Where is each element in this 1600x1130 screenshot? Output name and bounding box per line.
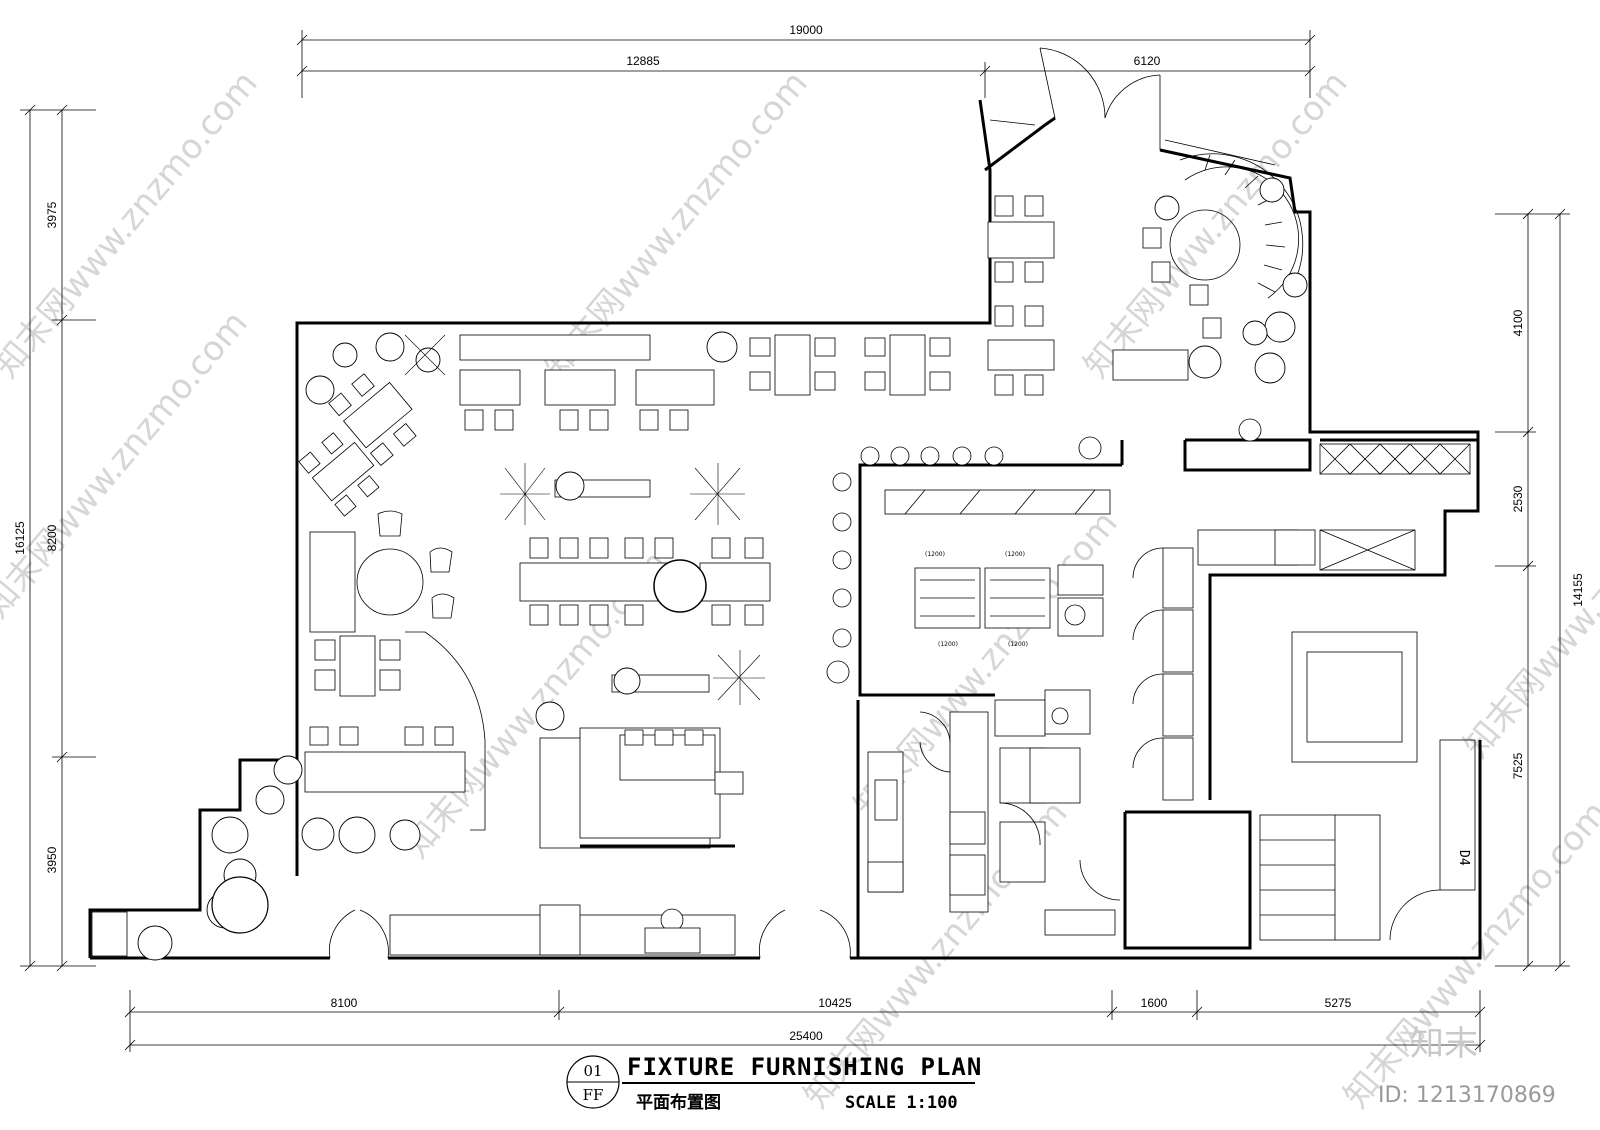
equip-label: (1200) [938,641,958,648]
dim-bottom-overall: 25400 [789,1029,823,1043]
dim-bottom-4: 5275 [1325,996,1352,1010]
drawing-subtitle: 平面布置图 [636,1092,721,1113]
equip-label: (1200) [925,551,945,558]
person-markers [660,418,1262,932]
stair-tag: D4 [1456,850,1471,866]
title-block: 01 FF FIXTURE FURNISHING PLAN 平面布置图 SCAL… [566,1053,982,1113]
table [544,369,616,406]
exterior-walls [88,99,1482,960]
dim-right-overall: 14155 [1571,573,1585,607]
watermark-text: 知末网www.znzmo.com [1336,794,1600,1116]
dim-bottom-2: 10425 [818,996,852,1010]
kitchen: (1200) (1200) (1200) (1200) [91,443,1476,957]
dim-left-mid: 8200 [45,524,59,551]
equip-label: (1200) [1005,551,1025,558]
table [635,369,715,406]
dim-top-left: 12885 [626,54,660,68]
drawing-number: 01 [583,1062,602,1080]
drawing-code: FF [583,1086,604,1104]
dim-left-bottom: 3950 [45,846,59,873]
booth-bench [459,334,651,361]
dim-top-overall: 19000 [789,23,823,37]
dim-right-mid: 2530 [1511,485,1525,512]
watermark-brand: 知末 [1410,1024,1478,1064]
plants [137,177,1308,961]
bottom-doors [329,909,851,959]
dim-right-top: 4100 [1511,309,1525,336]
table [459,369,521,406]
dim-top-right: 6120 [1134,54,1161,68]
brand-watermark: 知末 ID: 1213170869 [1378,1024,1556,1108]
dimension-labels: 19000 12885 6120 16125 3975 8200 3950 14… [13,23,1585,1043]
dimension-lines [20,30,1570,1052]
dim-left-overall: 16125 [13,521,27,555]
drawing-scale: SCALE 1:100 [845,1093,958,1113]
dim-bottom-3: 1600 [1141,996,1168,1010]
equip-label: (1200) [1008,641,1028,648]
dim-right-bottom: 7525 [1511,752,1525,779]
dim-left-top: 3975 [45,201,59,228]
dim-bottom-1: 8100 [331,996,358,1010]
dining-furniture [298,153,1304,849]
drawing-title: FIXTURE FURNISHING PLAN [627,1053,982,1081]
watermark-id: ID: 1213170869 [1378,1083,1556,1108]
top-entry [989,47,1276,166]
